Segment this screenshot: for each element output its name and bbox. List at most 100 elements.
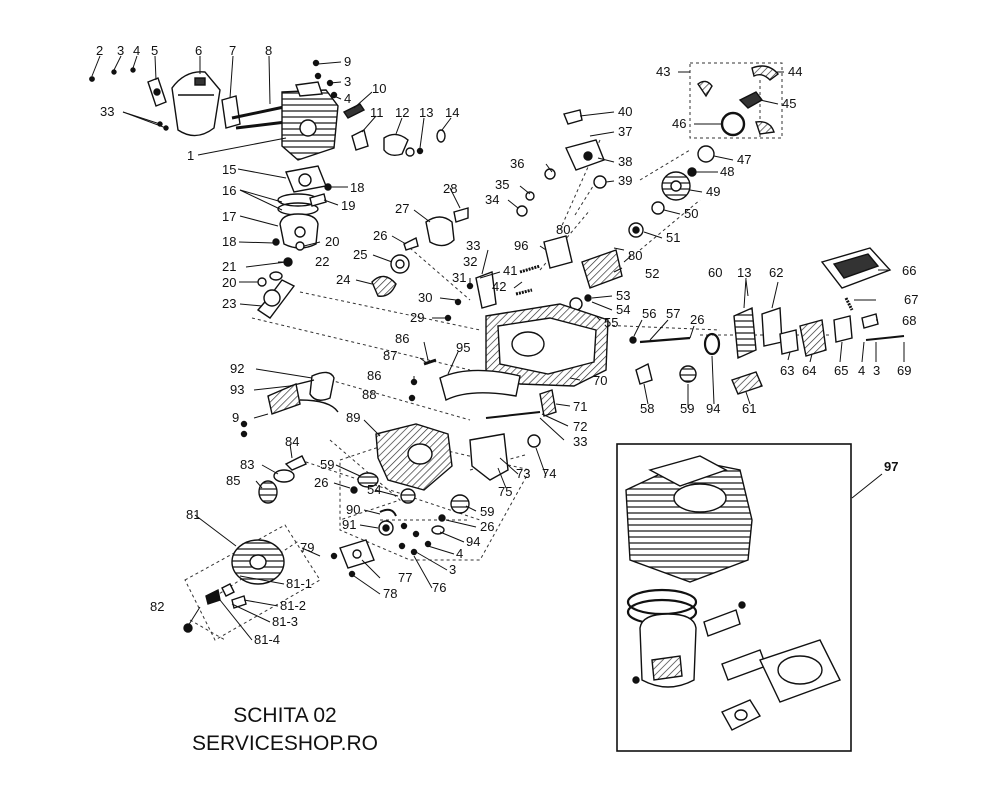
callout-30: 30 [418,290,432,305]
callout-95: 95 [456,340,470,355]
callout-80: 80 [628,248,642,263]
callout-58: 58 [640,401,654,416]
callout-12: 12 [395,105,409,120]
callout-3: 3 [117,43,124,58]
callout-37: 37 [618,124,632,139]
callout-29: 29 [410,310,424,325]
callout-7: 7 [229,43,236,58]
callout-4: 4 [456,546,463,561]
callout-67: 67 [904,292,918,307]
callout-94: 94 [466,534,480,549]
callout-66: 66 [902,263,916,278]
callout-28: 28 [443,181,457,196]
callout-35: 35 [495,177,509,192]
callout-68: 68 [902,313,916,328]
callout-labels: 2 3 4 5 6 7 8 9 3 4 10 11 12 13 14 33 1 … [96,43,918,647]
callout-34: 34 [485,192,499,207]
callout-54: 54 [616,302,630,317]
callout-71: 71 [573,399,587,414]
callout-86: 86 [367,368,381,383]
callout-13: 13 [419,105,433,120]
callout-59: 59 [480,504,494,519]
callout-4: 4 [344,91,351,106]
callout-20: 20 [222,275,236,290]
crankcase-side-box [339,439,531,561]
callout-81-3: 81-3 [272,614,298,629]
callout-76: 76 [432,580,446,595]
callout-33: 33 [100,104,114,119]
callout-64: 64 [802,363,816,378]
callout-49: 49 [706,184,720,199]
callout-63: 63 [780,363,794,378]
callout-15: 15 [222,162,236,177]
callout-9: 9 [232,410,239,425]
callout-89: 89 [346,410,360,425]
callout-8: 8 [265,43,272,58]
callout-33: 33 [466,238,480,253]
callout-81-2: 81-2 [280,598,306,613]
callout-52: 52 [645,266,659,281]
callout-73: 73 [516,466,530,481]
callout-4: 4 [133,43,140,58]
leader-lines [91,55,905,641]
callout-50: 50 [684,206,698,221]
callout-90: 90 [346,502,360,517]
callout-20: 20 [325,234,339,249]
callout-46: 46 [672,116,686,131]
callout-92: 92 [230,361,244,376]
callout-62: 62 [769,265,783,280]
callout-59: 59 [320,457,334,472]
callout-31: 31 [452,270,466,285]
callout-22: 22 [315,254,329,269]
callout-19: 19 [341,198,355,213]
callout-54: 54 [367,482,381,497]
callout-78: 78 [383,586,397,601]
callout-3: 3 [873,363,880,378]
callout-65: 65 [834,363,848,378]
callout-96: 96 [514,238,528,253]
callout-1: 1 [187,148,194,163]
callout-61: 61 [742,401,756,416]
callout-3: 3 [344,74,351,89]
callout-82: 82 [150,599,164,614]
callout-57: 57 [666,306,680,321]
callout-84: 84 [285,434,299,449]
callout-13: 13 [737,265,751,280]
callout-42: 42 [492,279,506,294]
callout-14: 14 [445,105,459,120]
callout-83: 83 [240,457,254,472]
caption-website: SERVICESHOP.RO [192,732,378,755]
callout-32: 32 [463,254,477,269]
callout-26: 26 [373,228,387,243]
callout-18: 18 [350,180,364,195]
callout-17: 17 [222,209,236,224]
callout-93: 93 [230,382,244,397]
callout-40: 40 [618,104,632,119]
callout-10: 10 [372,81,386,96]
callout-44: 44 [788,64,802,79]
callout-77: 77 [398,570,412,585]
callout-55: 55 [604,315,618,330]
callout-97-kit: 97 [884,459,898,474]
callout-47: 47 [737,152,751,167]
callout-27: 27 [395,201,409,216]
callout-4: 4 [858,363,865,378]
callout-16: 16 [222,183,236,198]
callout-88: 88 [362,387,376,402]
callout-86: 86 [395,331,409,346]
callout-80: 80 [556,222,570,237]
callout-26: 26 [690,312,704,327]
callout-81: 81 [186,507,200,522]
callout-26: 26 [480,519,494,534]
callout-24: 24 [336,272,350,287]
callout-69: 69 [897,363,911,378]
callout-41: 41 [503,263,517,278]
callout-33: 33 [573,434,587,449]
callout-56: 56 [642,306,656,321]
callout-87: 87 [383,348,397,363]
callout-6: 6 [195,43,202,58]
callout-74: 74 [542,466,556,481]
clutch-group-box [689,62,783,139]
callout-39: 39 [618,173,632,188]
callout-81-4: 81-4 [254,632,280,647]
